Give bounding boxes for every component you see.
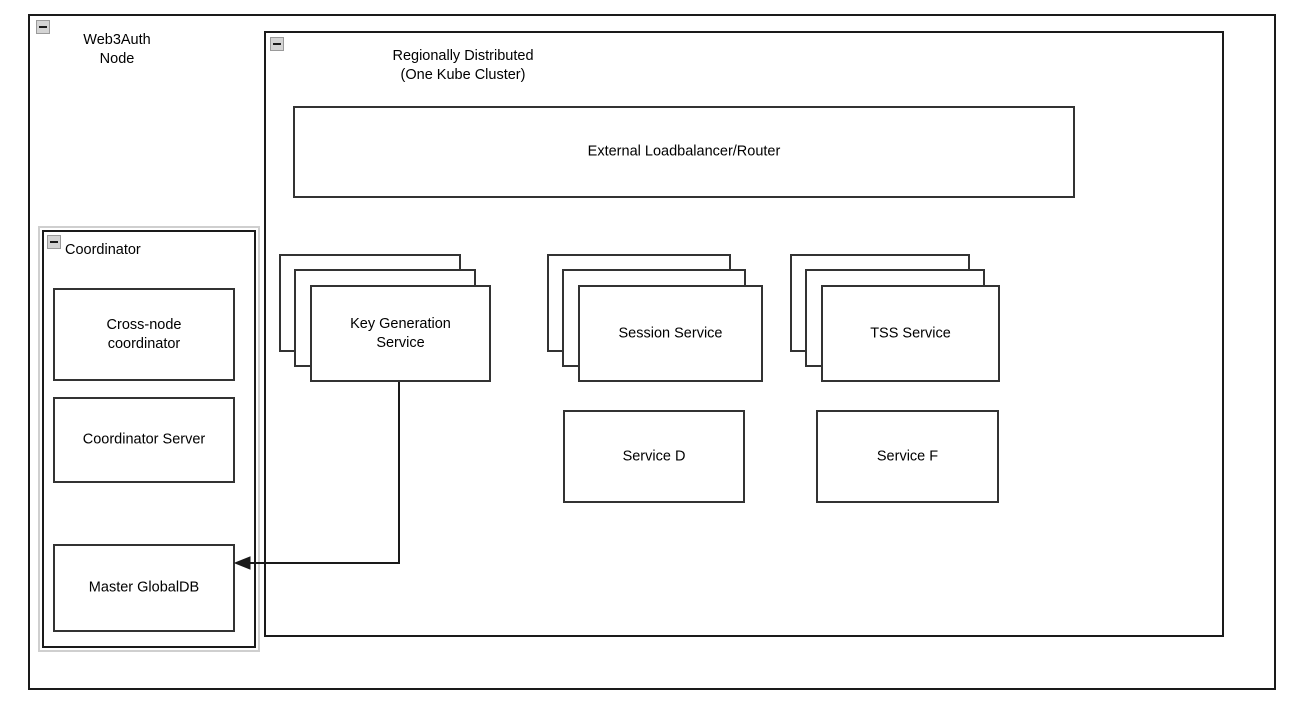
replica-card-front[interactable]: Session Service bbox=[578, 285, 763, 382]
collapse-toggle-web3auth-node-icon[interactable] bbox=[36, 20, 50, 34]
collapse-toggle-coordinator-icon[interactable] bbox=[47, 235, 61, 249]
replica-card-front[interactable]: TSS Service bbox=[821, 285, 1000, 382]
collapse-toggle-regionally-distributed-icon[interactable] bbox=[270, 37, 284, 51]
node-label-tss-service: TSS Service bbox=[870, 325, 951, 341]
node-coordinator-server[interactable]: Coordinator Server bbox=[53, 397, 235, 483]
node-label-service-f: Service F bbox=[876, 448, 939, 464]
node-label-external-loadbalancer-router: External Loadbalancer/Router bbox=[587, 143, 781, 160]
node-label-master-globaldb: Master GlobalDB bbox=[88, 579, 200, 596]
node-master-globaldb[interactable]: Master GlobalDB bbox=[53, 544, 235, 632]
node-label-key-generation-service: Key Generation Service bbox=[350, 315, 451, 351]
node-label-coordinator-server: Coordinator Server bbox=[82, 431, 206, 448]
replica-card-front[interactable]: Key Generation Service bbox=[310, 285, 491, 382]
node-label-cross-node-coordinator: Cross-node coordinator bbox=[106, 316, 182, 352]
node-label-session-service: Session Service bbox=[618, 325, 723, 341]
group-label-regionally-distributed: Regionally Distributed (One Kube Cluster… bbox=[392, 48, 534, 83]
node-label-service-d: Service D bbox=[622, 448, 686, 464]
group-label-web3auth-node: Web3Auth Node bbox=[83, 32, 151, 67]
node-stack-key-generation-service[interactable]: Key Generation Service bbox=[279, 254, 491, 382]
node-service-f[interactable]: Service F bbox=[816, 410, 999, 503]
node-service-d[interactable]: Service D bbox=[563, 410, 745, 503]
node-external-loadbalancer-router[interactable]: External Loadbalancer/Router bbox=[293, 106, 1075, 198]
node-stack-tss-service[interactable]: TSS Service bbox=[790, 254, 1000, 382]
node-stack-session-service[interactable]: Session Service bbox=[547, 254, 763, 382]
group-label-coordinator: Coordinator bbox=[65, 242, 141, 258]
node-cross-node-coordinator[interactable]: Cross-node coordinator bbox=[53, 288, 235, 381]
